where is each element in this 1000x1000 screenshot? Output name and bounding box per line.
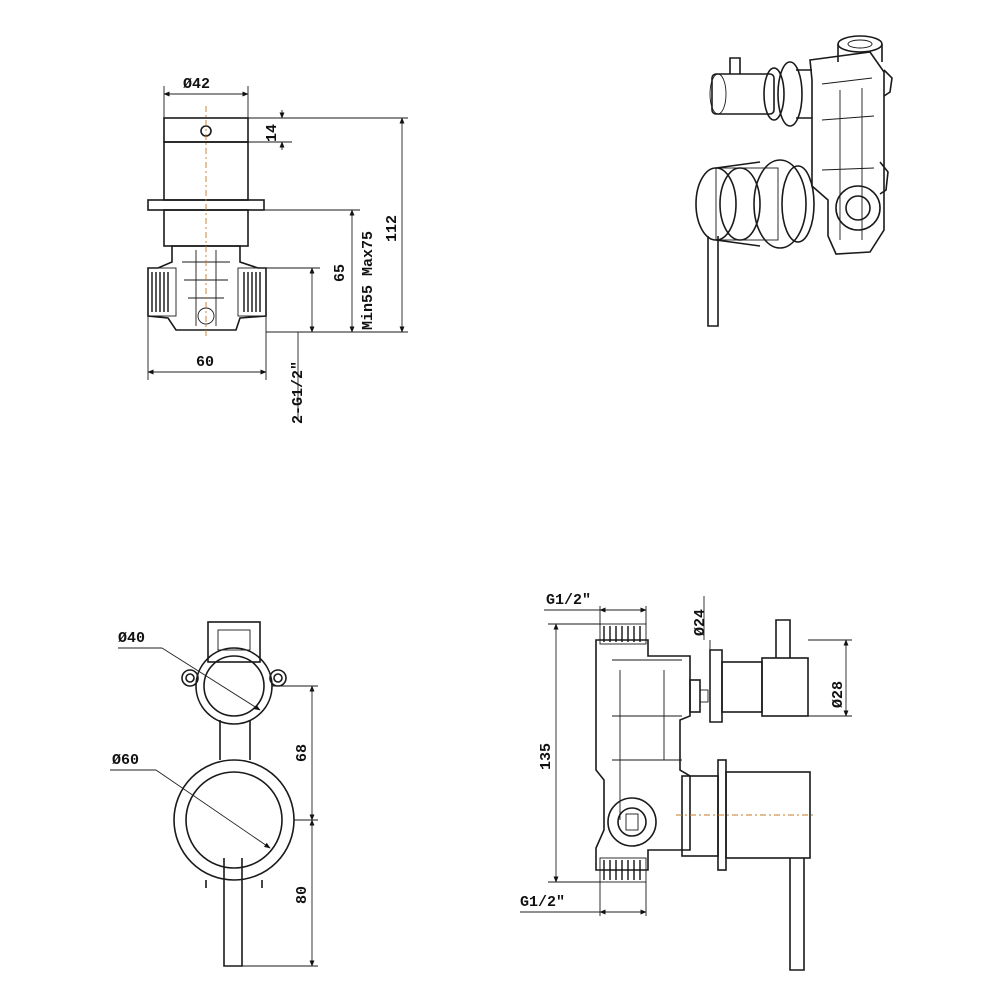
dim-spacing-upper: 68 — [294, 744, 311, 762]
dim-depth-top: 14 — [264, 124, 281, 142]
dim-ports: 2-G1/2" — [290, 361, 307, 424]
dim-dia-small: Ø40 — [118, 630, 145, 647]
dim-dia-24: Ø24 — [692, 609, 709, 636]
front-view: Ø42 14 112 Min55 Max75 65 60 2-G1/2" — [147, 76, 408, 424]
left-thread — [147, 267, 177, 317]
dim-range: Min55 Max75 — [360, 231, 377, 330]
dim-body-height-side: 135 — [538, 743, 555, 770]
dim-dia-top: Ø42 — [183, 76, 210, 93]
wall-view: Ø40 Ø60 68 80 — [110, 621, 318, 967]
dim-body-height: 65 — [332, 264, 349, 282]
dim-spacing-lower: 80 — [294, 886, 311, 904]
bottom-thread — [599, 857, 647, 883]
side-view: G1/2" G1/2" 135 Ø24 Ø28 — [520, 592, 852, 971]
top-thread — [599, 623, 647, 645]
dim-dia-large: Ø60 — [112, 752, 139, 769]
right-thread — [237, 267, 267, 317]
dim-thread-bottom: G1/2" — [520, 894, 565, 911]
isometric-view — [695, 35, 893, 327]
dim-total-height: 112 — [384, 215, 401, 242]
dim-width: 60 — [196, 354, 214, 371]
dim-thread-top: G1/2" — [546, 592, 591, 609]
dim-dia-28: Ø28 — [830, 681, 847, 708]
